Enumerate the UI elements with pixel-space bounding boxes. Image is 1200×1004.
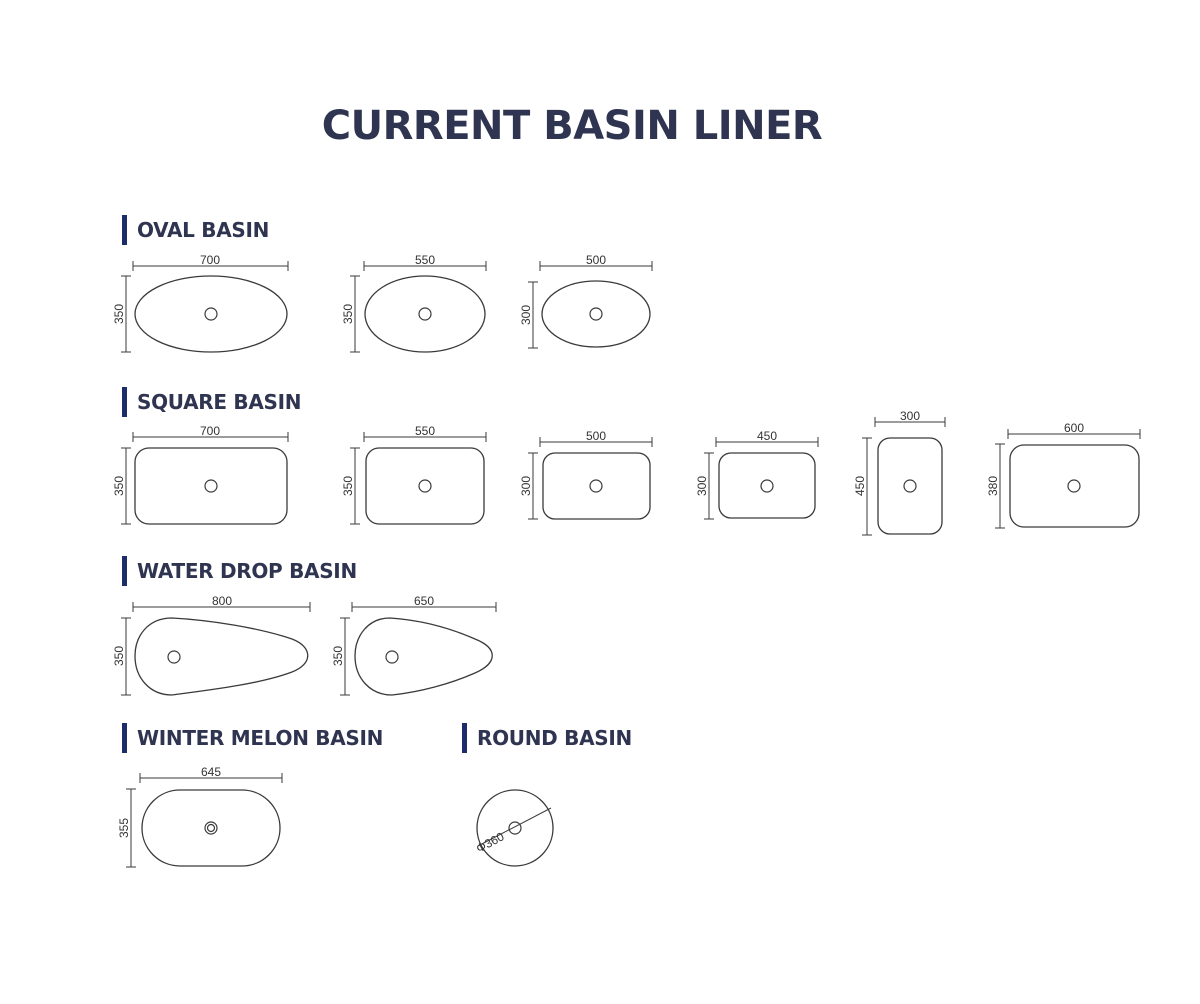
drain-hole [385,650,399,664]
drain-hole [589,479,603,493]
width-label: 500 [586,429,606,443]
drain-hole [903,479,917,493]
drain-hole [508,821,522,835]
depth-label: 350 [341,476,355,496]
basin-outline [718,452,816,519]
basin-outline [364,275,486,353]
width-label: 700 [200,253,220,267]
square-basin-6: 600 380 [986,421,1141,529]
drain-hole [204,821,218,835]
width-label: 600 [1064,421,1084,435]
basin-outline [354,617,493,696]
depth-label: 450 [853,476,867,496]
square-basin-3: 500 300 [519,429,653,520]
depth-label: 380 [986,476,1000,496]
basin-outline [541,280,651,348]
depth-label: 350 [331,646,345,666]
basin-outline [542,452,651,520]
width-label: 645 [201,765,221,779]
square-basin-4: 450 300 [695,429,819,520]
depth-label: 350 [112,304,126,324]
basin-outline [134,447,288,525]
drain-hole [204,479,218,493]
section-heading-water-drop: WATER DROP BASIN [122,556,357,586]
diameter-label: Φ360 [474,829,507,855]
winter-melon-basin-1: 645 355 [117,765,283,868]
oval-basin-3: 500 300 [519,253,653,349]
drain-hole [204,307,218,321]
width-label: 500 [586,253,606,267]
water-drop-basin-1: 800 350 [112,594,311,696]
page-title: CURRENT BASIN LINER [321,103,823,149]
basin-outline [134,275,288,353]
basin-outline [476,789,554,867]
basin-outline [365,447,485,525]
width-label: 300 [900,409,920,423]
basin-outline [877,437,943,535]
diameter-dimension-line [477,807,552,847]
width-label: 800 [212,594,232,608]
section-heading-oval: OVAL BASIN [122,215,269,245]
width-label: 550 [415,424,435,438]
drain-hole [167,650,181,664]
section-heading-winter-melon: WINTER MELON BASIN [122,723,383,753]
width-label: 450 [757,429,777,443]
width-label: 700 [200,424,220,438]
depth-label: 355 [117,818,131,838]
water-drop-basin-2: 650 350 [331,594,497,696]
drain-hole [418,479,432,493]
depth-label: 350 [112,646,126,666]
oval-basin-2: 550 350 [341,253,487,353]
depth-label: 300 [519,476,533,496]
section-heading-square: SQUARE BASIN [122,387,302,417]
depth-label: 300 [695,476,709,496]
drain-hole-inner [206,823,216,833]
basin-outline [134,617,309,696]
width-label: 550 [415,253,435,267]
drain-hole [589,307,603,321]
square-basin-1: 700 350 [112,424,289,525]
basin-outline [1009,444,1140,528]
width-label: 650 [414,594,434,608]
round-basin-1: Φ360 [474,789,554,867]
oval-basin-1: 700 350 [112,253,289,353]
square-basin-5: 300 450 [853,409,946,536]
square-basin-2: 550 350 [341,424,487,525]
drain-hole [1067,479,1081,493]
depth-label: 350 [112,476,126,496]
basin-outline [141,789,281,867]
section-heading-round: ROUND BASIN [462,723,632,753]
depth-label: 350 [341,304,355,324]
drain-hole [418,307,432,321]
drain-hole [760,479,774,493]
depth-label: 300 [519,305,533,325]
